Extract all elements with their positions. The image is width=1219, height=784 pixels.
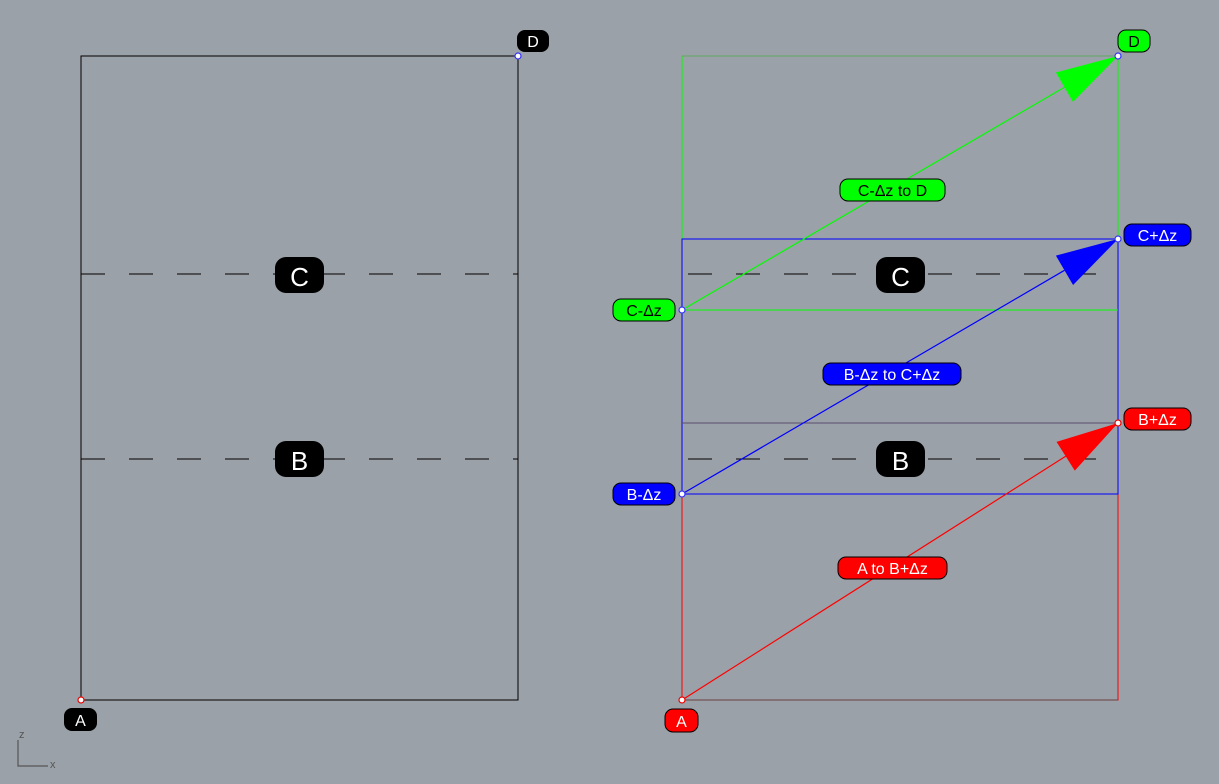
svg-text:C-Δz to D: C-Δz to D [858,183,927,200]
svg-text:B-Δz: B-Δz [627,487,662,504]
svg-text:D: D [527,34,539,51]
blue-rectangle[interactable] [681,238,1119,495]
arrow-b-minus-to-c-plus-head [1055,239,1118,285]
right-view: C B D C+Δz C-Δz B+Δz B-Δz A [612,29,1192,733]
point-b-plus-label: B+Δz [1123,407,1192,431]
axis-z-label: z [19,729,25,741]
point-c-minus-marker[interactable] [678,306,686,314]
svg-text:C: C [891,262,910,292]
point-a-label: A [664,708,699,733]
segment-b-minus-to-c-plus-label: B-Δz to C+Δz [822,362,962,386]
point-c-minus-label: C-Δz [612,298,676,322]
left-rectangle[interactable] [80,55,519,701]
point-d-label: D [517,30,549,52]
point-a-marker[interactable] [678,696,686,704]
svg-text:D: D [1128,34,1140,51]
point-b-minus-label: B-Δz [612,482,676,506]
point-a-label: A [64,708,97,731]
level-b-label: B [275,441,324,477]
left-view: C B D A [64,30,549,731]
point-d-marker[interactable] [514,52,522,60]
svg-text:B: B [291,446,308,476]
level-b-label: B [876,441,925,477]
point-d-label: D [1117,29,1151,53]
point-d-marker[interactable] [1114,52,1122,60]
point-a-marker[interactable] [77,696,85,704]
svg-text:A: A [75,713,86,730]
svg-text:C: C [290,262,309,292]
svg-text:A to B+Δz: A to B+Δz [857,561,928,578]
svg-text:C-Δz: C-Δz [626,303,662,320]
svg-text:B-Δz to C+Δz: B-Δz to C+Δz [844,367,941,384]
svg-text:B: B [892,446,909,476]
arrow-c-minus-to-d-head [1055,56,1118,102]
arrow-a-to-b-plus-head [1056,423,1118,471]
segment-c-minus-to-d-label: C-Δz to D [839,178,946,202]
axis-widget: z x [17,729,56,771]
axis-x-label: x [50,759,56,771]
point-c-plus-label: C+Δz [1123,223,1192,247]
segment-a-to-b-plus-label: A to B+Δz [837,556,948,580]
point-b-plus-marker[interactable] [1114,419,1122,427]
level-c-label: C [275,257,324,293]
point-c-plus-marker[interactable] [1114,235,1122,243]
svg-text:B+Δz: B+Δz [1138,412,1177,429]
point-b-minus-marker[interactable] [678,490,686,498]
svg-text:A: A [676,714,687,731]
level-c-label: C [876,257,925,293]
svg-text:C+Δz: C+Δz [1138,228,1178,245]
